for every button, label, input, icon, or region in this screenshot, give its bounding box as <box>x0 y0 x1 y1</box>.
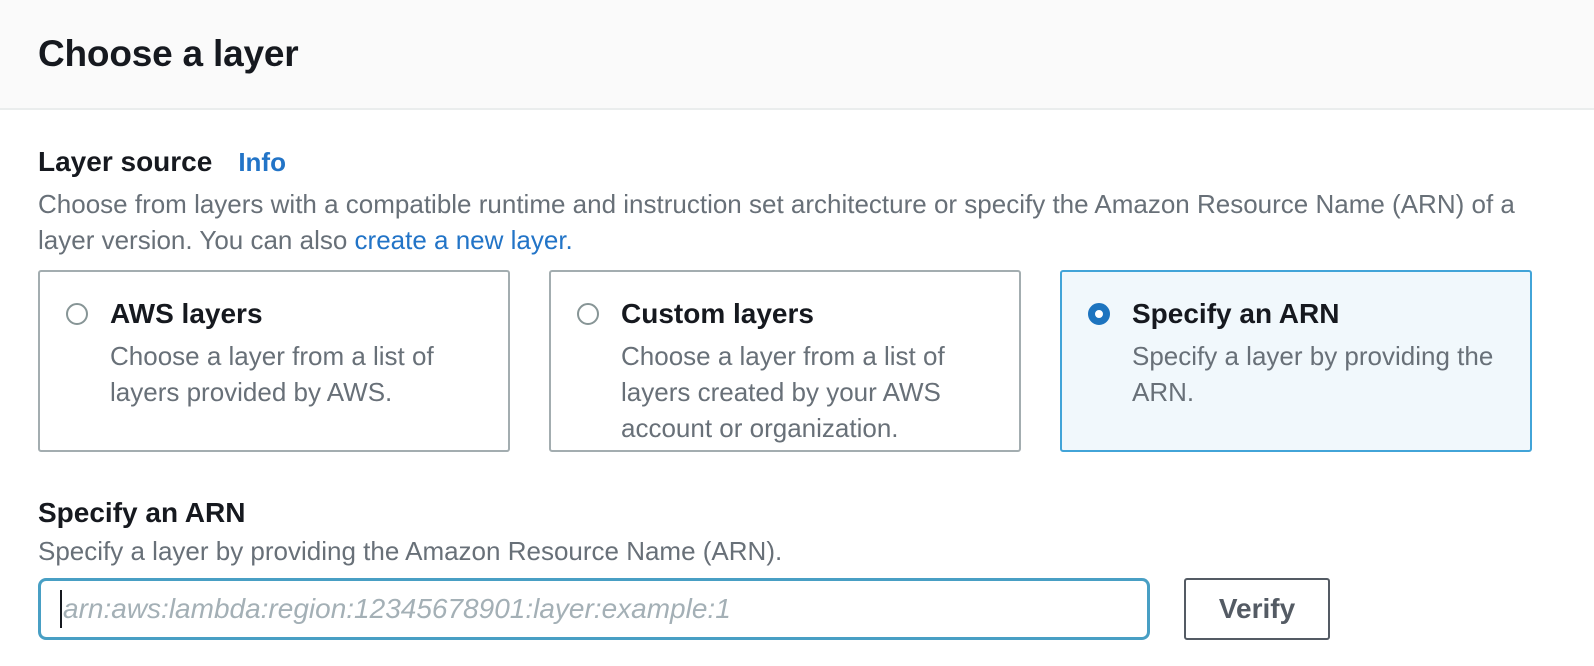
card-description-aws-layers: Choose a layer from a list of layers pro… <box>110 341 434 407</box>
card-title-aws-layers: AWS layers <box>110 298 263 329</box>
arn-section-description: Specify a layer by providing the Amazon … <box>38 536 783 566</box>
panel-body: Layer source Info Choose from layers wit… <box>0 110 1594 640</box>
card-text: AWS layers Choose a layer from a list of… <box>110 296 482 410</box>
card-text: Specify an ARN Specify a layer by provid… <box>1132 296 1504 410</box>
page-title: Choose a layer <box>38 33 299 74</box>
layer-source-label-row: Layer source Info <box>38 146 1556 178</box>
radio-card-aws-layers[interactable]: AWS layers Choose a layer from a list of… <box>38 270 510 452</box>
card-description-specify-arn: Specify a layer by providing the ARN. <box>1132 341 1494 407</box>
arn-input-wrap <box>38 578 1150 640</box>
arn-input[interactable] <box>38 578 1150 640</box>
card-title-specify-arn: Specify an ARN <box>1132 298 1340 329</box>
layer-source-label: Layer source <box>38 146 213 177</box>
info-link[interactable]: Info <box>238 147 286 177</box>
verify-button[interactable]: Verify <box>1184 578 1330 640</box>
create-layer-link[interactable]: create a new layer. <box>354 225 573 255</box>
card-description-custom-layers: Choose a layer from a list of layers cre… <box>621 341 945 443</box>
arn-input-row: Verify <box>38 578 1556 640</box>
radio-button-aws-layers[interactable] <box>66 303 88 325</box>
radio-card-custom-layers[interactable]: Custom layers Choose a layer from a list… <box>549 270 1021 452</box>
radio-card-specify-arn[interactable]: Specify an ARN Specify a layer by provid… <box>1060 270 1532 452</box>
card-text: Custom layers Choose a layer from a list… <box>621 296 993 446</box>
panel-header: Choose a layer <box>0 0 1594 110</box>
arn-section-title: Specify an ARN <box>38 497 246 528</box>
layer-source-options: AWS layers Choose a layer from a list of… <box>38 270 1556 452</box>
radio-button-specify-arn[interactable] <box>1088 303 1110 325</box>
layer-source-description: Choose from layers with a compatible run… <box>38 186 1530 258</box>
layer-source-description-text: Choose from layers with a compatible run… <box>38 189 1515 255</box>
text-caret <box>60 590 62 628</box>
radio-button-custom-layers[interactable] <box>577 303 599 325</box>
card-title-custom-layers: Custom layers <box>621 298 814 329</box>
